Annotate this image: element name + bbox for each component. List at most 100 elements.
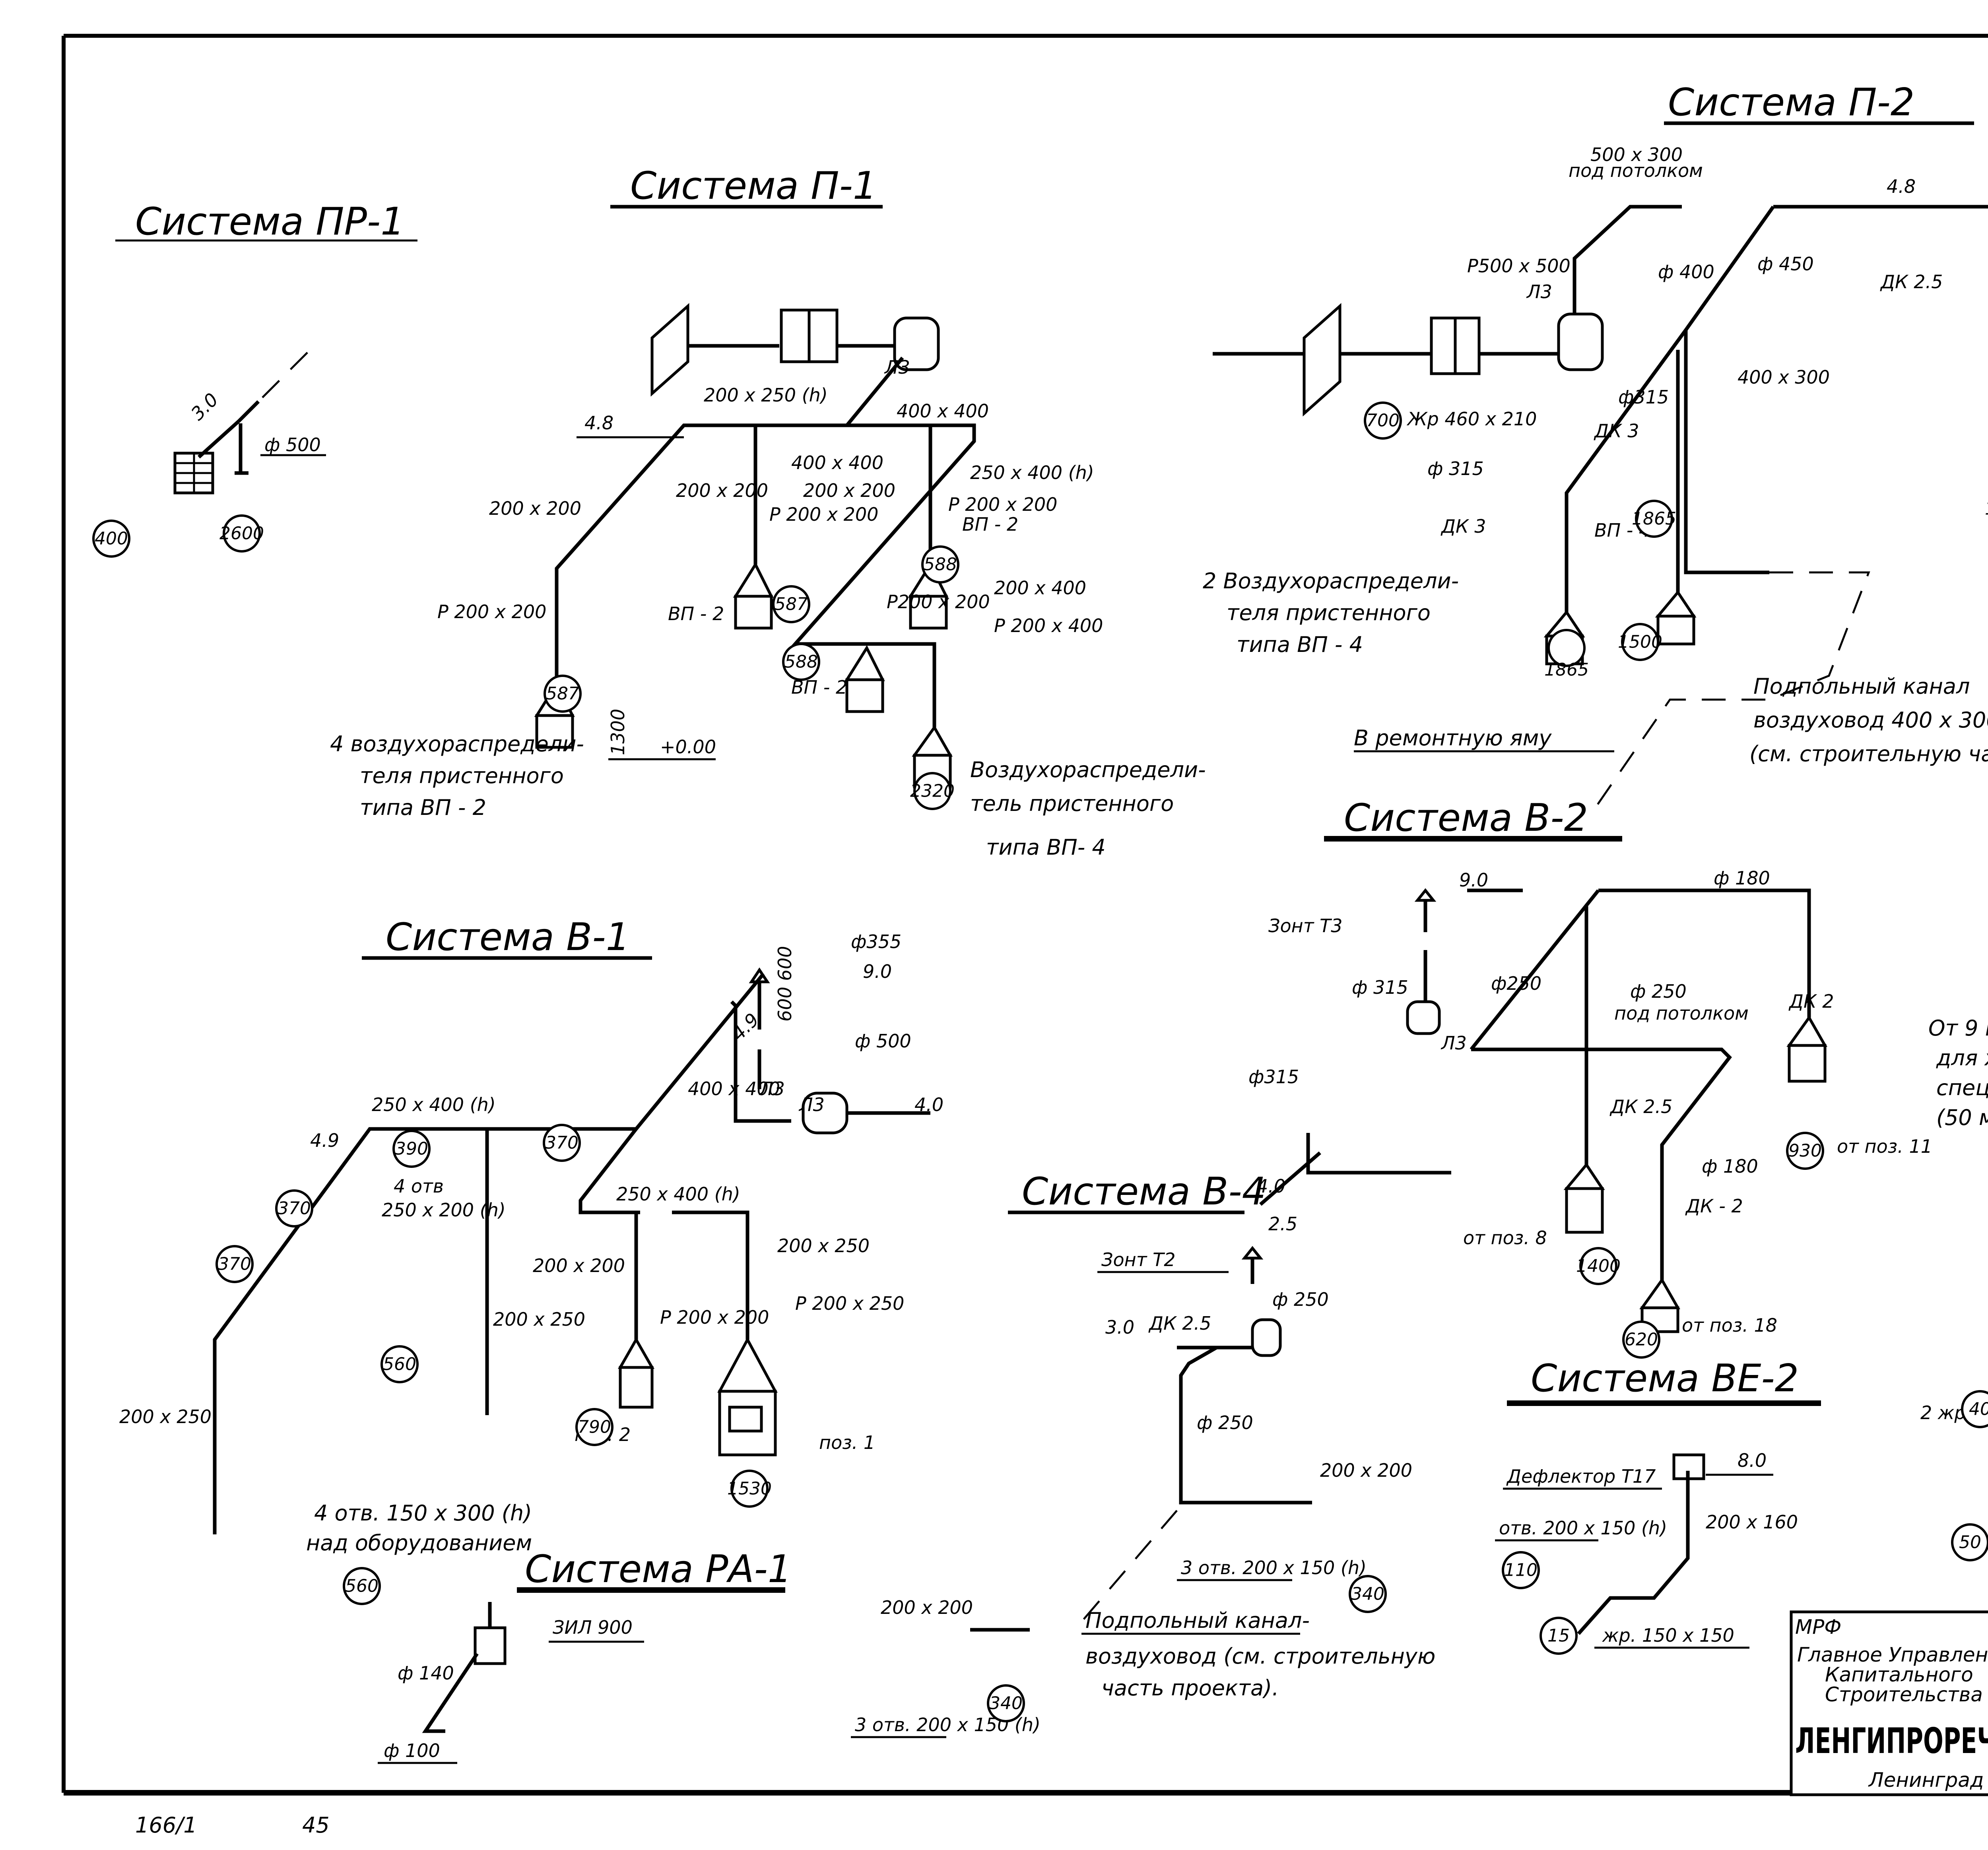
flow-badge <box>1621 623 1659 661</box>
annotation-label: 250 x 200 (h) <box>382 1199 506 1221</box>
system-title: Система РА-1 <box>525 1547 792 1591</box>
duct-path <box>1470 889 1600 1051</box>
flow-badge <box>575 1408 613 1446</box>
annotation-label: для хранения <box>1936 1045 1988 1070</box>
system-title: Система П-1 <box>630 164 877 208</box>
annotation-label: отв. 200 x 150 (h) <box>1499 1517 1667 1539</box>
annotation-label: 560 <box>383 1354 416 1375</box>
duct-line <box>197 420 240 459</box>
title-block: МРФ РСФСР Главное Управление Капитальног… <box>1790 1610 1988 1796</box>
annotation-label: 200 x 160 <box>1706 1511 1798 1533</box>
annotation-label: Зонт Т2 <box>1101 1249 1176 1270</box>
equipment-shape <box>845 678 884 713</box>
flow-badge <box>92 520 130 558</box>
annotation-label: 4.9 <box>310 1130 339 1151</box>
duct-path <box>1684 330 1769 574</box>
annotation-label: 588 <box>924 555 957 575</box>
annotation-label: В ремонтную яму <box>1354 725 1552 750</box>
bottom-note-page: 45 <box>302 1813 330 1838</box>
duct-ve2 <box>1577 1471 1690 1635</box>
annotation-label: ДК 3 <box>1441 516 1486 537</box>
sheet-frame <box>62 34 1988 1796</box>
annotation-label: 930 <box>1788 1141 1822 1161</box>
annotation-label: Л3 <box>884 357 910 378</box>
annotation-label: 200 x 200 <box>533 1255 625 1276</box>
annotation-label: +0.00 <box>660 736 716 758</box>
annotation-label: ф 100 <box>384 1740 440 1761</box>
annotation-label: 560 <box>345 1576 379 1596</box>
annotation-label: ф315 <box>1618 386 1669 408</box>
annotation-label: 3.0 <box>1105 1317 1134 1338</box>
annotation-label: ЗИЛ 900 <box>553 1617 633 1638</box>
annotation-label: 200 x 250 <box>777 1235 870 1257</box>
duct-v4 <box>1179 1346 1312 1505</box>
filter-icon <box>650 303 689 397</box>
annotation-label: 200 x 200 <box>881 1597 973 1618</box>
annotation-label: 200 x 250 <box>493 1309 585 1330</box>
annotation-label: P200 x 200 <box>887 591 990 613</box>
annotation-label: 500 x 300 <box>1590 144 1683 165</box>
bottom-note-archive: 166/1 <box>135 1813 197 1838</box>
flow-badge <box>392 1130 431 1168</box>
system-title: Система В-1 <box>386 915 630 959</box>
annotation-label: P 200 x 250 <box>795 1293 904 1314</box>
system-title: Система В-4 <box>1022 1170 1266 1214</box>
annotation-label: 250 x 400 (h) <box>970 462 1094 483</box>
annotation-label: 15 <box>1547 1626 1570 1646</box>
annotation-label: 790 <box>578 1417 611 1437</box>
duct-branch <box>791 423 976 727</box>
annotation-label: ф 500 <box>264 434 321 456</box>
org-city: Ленинград <box>1868 1769 1984 1792</box>
annotation-label: Л3 <box>1441 1032 1467 1054</box>
annotation-label: ф250 <box>1491 973 1541 994</box>
duct-supply <box>1573 205 1682 314</box>
annotation-label: 4.8 <box>1887 176 1916 197</box>
annotation-label: 9.0 <box>863 961 892 982</box>
annotation-label: 2.5 <box>1268 1213 1297 1235</box>
annotation-label: от поз. 11 <box>1837 1136 1932 1157</box>
annotation-label: часть проекта). <box>1101 1675 1279 1701</box>
annotation-label: 1300 <box>607 709 629 755</box>
annotation-label: Дефлектор Т17 <box>1506 1466 1656 1487</box>
org-institute: ЛЕНГИПРОРЕЧТРАНС <box>1795 1720 1988 1761</box>
annotation-label: 200 x 200 <box>489 498 581 519</box>
annotation-label: 2 Воздухораспредели- <box>1203 568 1459 593</box>
annotation-label: ДК 3 <box>1594 420 1639 442</box>
annotation-label: Л3 <box>759 1078 785 1100</box>
annotation-label: 250 x 400 (h) <box>372 1094 496 1115</box>
annotation-label: ДК 2.5 <box>1148 1313 1211 1334</box>
flow-badge <box>921 545 959 584</box>
system-title: Система ВЕ-2 <box>1531 1357 1799 1400</box>
unit-icon <box>474 1626 507 1665</box>
system-title: Система ПР-1 <box>135 200 405 244</box>
flow-badge <box>1786 1132 1824 1170</box>
annotation-label: ф 250 <box>1197 1412 1253 1433</box>
annotation-label: P500 x 500 <box>1467 255 1571 277</box>
annotation-label: Подпольный канал <box>1753 674 1970 699</box>
annotation-label: от поз. 18 <box>1682 1315 1777 1336</box>
flow-badge <box>987 1684 1025 1722</box>
annotation-label: 110 <box>1504 1560 1538 1580</box>
duct-line <box>262 345 315 398</box>
duct-riser <box>1565 206 1775 612</box>
annotation-label: 200 x 400 <box>994 577 1086 599</box>
heater-icon <box>780 308 811 363</box>
system-v2: Система В-2 9.0 Зонт Т3 ф 180 ф 315 Л3 ф… <box>1248 796 1932 1359</box>
duct-main <box>555 357 904 684</box>
annotation-label: типа ВП - 4 <box>1237 632 1363 657</box>
flow-badge <box>1951 1523 1988 1561</box>
annotation-label: 370 <box>278 1198 311 1219</box>
annotation-label: (50 м³/час на 1 шкаф) <box>1936 1105 1988 1130</box>
annotation-label: 340 <box>1351 1584 1384 1604</box>
equipment-shape <box>1565 1187 1604 1234</box>
system-p2: Система П-2 500 x 300 под потолком 4.8 P… <box>1203 81 1988 816</box>
annotation-label: (см. строительную часть проекта.) <box>1749 741 1988 766</box>
flow-badge <box>730 1470 769 1508</box>
annotation-label: ф 250 <box>1630 981 1687 1002</box>
duct-line <box>237 400 260 423</box>
annotation-label: ДК - 2 <box>1685 1195 1743 1217</box>
annotation-label: 200 x 200 <box>676 480 768 501</box>
system-pr1: Система ПР-1 3.0 ф 500 400 2600 <box>92 200 417 558</box>
diffuser-icon <box>717 1336 778 1393</box>
annotation-label: ДК 2.5 <box>1609 1096 1672 1117</box>
